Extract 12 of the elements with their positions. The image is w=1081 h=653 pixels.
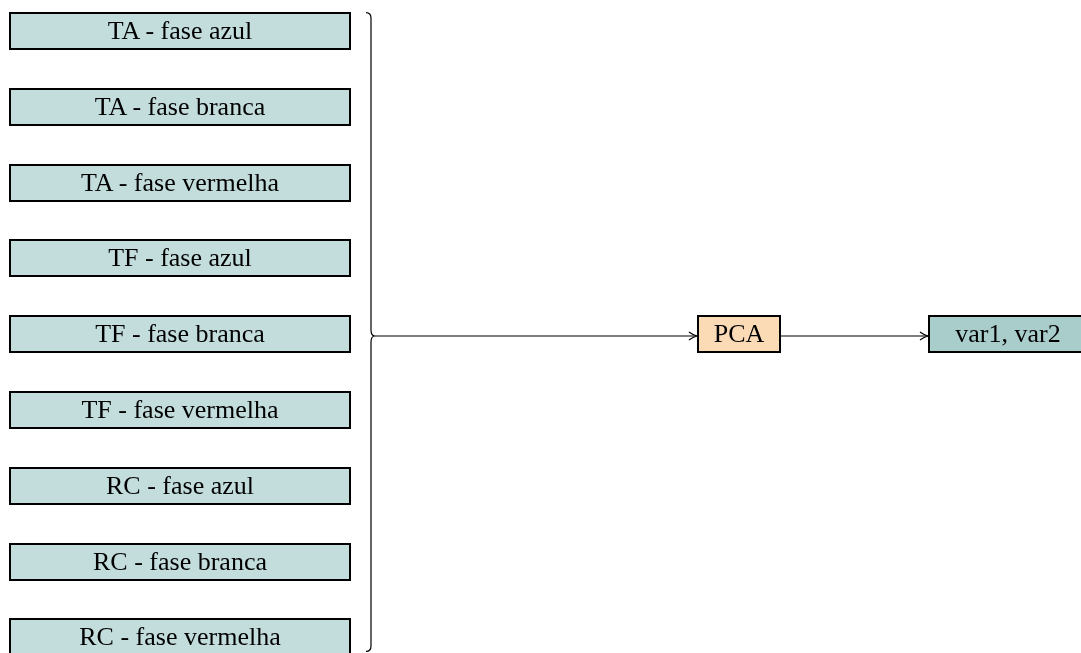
input-box: TF - fase branca bbox=[9, 315, 351, 354]
input-box: TF - fase azul bbox=[9, 239, 351, 278]
input-box: TA - fase vermelha bbox=[9, 163, 351, 202]
input-box: TF - fase vermelha bbox=[9, 391, 351, 429]
input-box: RC - fase azul bbox=[9, 466, 351, 505]
process-box: PCA bbox=[697, 315, 781, 353]
input-box: RC - fase vermelha bbox=[9, 618, 351, 653]
input-box: RC - fase branca bbox=[9, 542, 351, 581]
input-box: TA - fase branca bbox=[9, 87, 351, 126]
input-box: TA - fase azul bbox=[9, 12, 351, 50]
output-box: var1, var2 bbox=[928, 315, 1081, 353]
curly-brace bbox=[366, 12, 376, 652]
